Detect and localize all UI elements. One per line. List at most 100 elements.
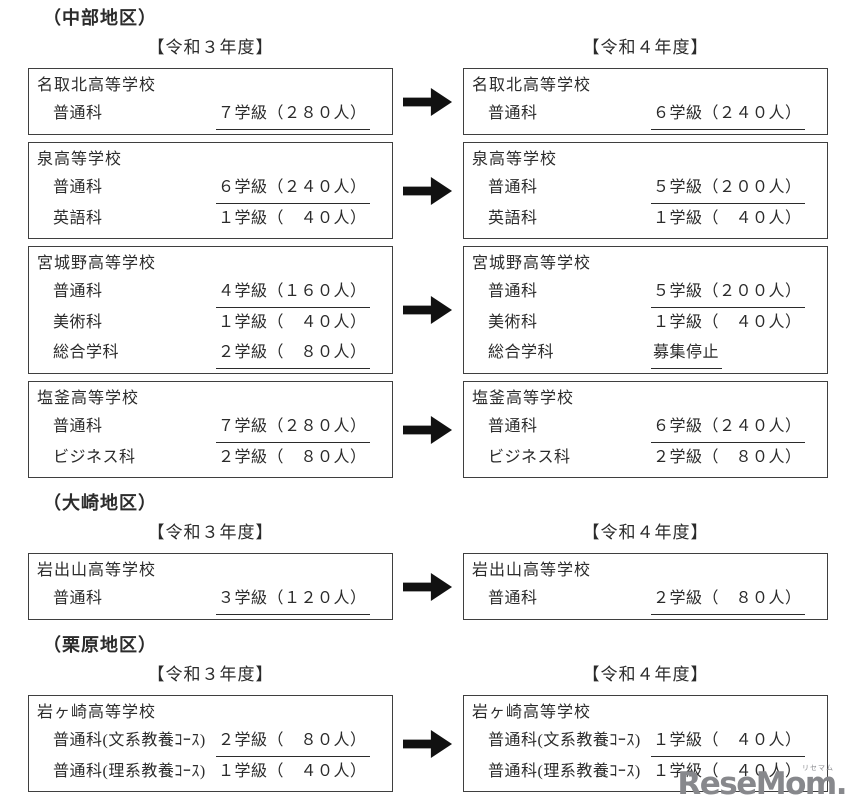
resemom-logo: リセマム ReseMom. (677, 764, 847, 801)
dept-label: ビジネス科 (488, 449, 571, 466)
dept-value: ７学級（２８０人） (216, 99, 370, 130)
dept-value: ６学級（２４０人） (651, 99, 805, 130)
dept-value: ５学級（２００人） (651, 173, 805, 204)
dept-row: 普通科(理系教養ｺｰｽ) １学級（ ４０人） (464, 757, 827, 787)
dept-value: ２学級（ ８０人） (651, 584, 805, 615)
dept-label: 普通科 (53, 418, 103, 435)
dept-label: 美術科 (488, 314, 538, 331)
dept-row: 英語科 １学級（ ４０人） (464, 204, 827, 234)
school-pair-row: 岩ヶ崎高等学校普通科(文系教養ｺｰｽ)２学級（ ８０人）普通科(理系教養ｺｰｽ)… (28, 695, 858, 792)
dept-value: １学級（ ４０人） (218, 763, 367, 780)
dept-label: 美術科 (53, 314, 103, 331)
dept-row: 普通科(文系教養ｺｰｽ) １学級（ ４０人） (464, 726, 827, 757)
school-box: 岩ヶ崎高等学校普通科(文系教養ｺｰｽ)２学級（ ８０人）普通科(理系教養ｺｰｽ)… (28, 695, 393, 792)
dept-row: 普通科 ７学級（２８０人） (29, 412, 392, 443)
dept-row: ビジネス科 ２学級（ ８０人） (464, 443, 827, 473)
dept-label: 普通科(文系教養ｺｰｽ) (488, 732, 641, 749)
school-name: 宮城野高等学校 (37, 255, 157, 272)
school-box: 塩釜高等学校普通科 ６学級（２４０人） ビジネス科 ２学級（ ８０人） (463, 381, 828, 478)
year-label-left: 【令和３年度】 (147, 665, 274, 684)
dept-row: 普通科 ６学級（２４０人） (29, 173, 392, 204)
dept-label: 英語科 (53, 210, 103, 227)
dept-value: １学級（ ４０人） (218, 210, 367, 227)
school-name: 宮城野高等学校 (472, 255, 592, 272)
arrow-cell (393, 727, 463, 761)
school-box: 泉高等学校普通科 ５学級（２００人） 英語科 １学級（ ４０人） (463, 142, 828, 239)
dept-value: ７学級（２８０人） (216, 412, 370, 443)
dept-row: 総合学科募集停止 (464, 338, 827, 369)
school-box: 泉高等学校普通科 ６学級（２４０人） 英語科 １学級（ ４０人） (28, 142, 393, 239)
dept-label: 普通科 (488, 283, 538, 300)
school-name: 岩ヶ崎高等学校 (37, 704, 157, 721)
dept-label: 普通科 (488, 590, 538, 607)
school-name: 岩出山高等学校 (472, 562, 592, 579)
dept-value: １学級（ ４０人） (651, 726, 805, 757)
dept-label: 英語科 (488, 210, 538, 227)
school-name: 名取北高等学校 (37, 77, 157, 94)
school-box: 宮城野高等学校普通科 ５学級（２００人） 美術科 １学級（ ４０人） 総合学科募集停止 (463, 246, 828, 374)
dept-label: ビジネス科 (53, 449, 136, 466)
resemom-logo-ruby: リセマム (802, 764, 834, 772)
dept-value: ２学級（ ８０人） (653, 449, 802, 466)
district-header: （中部地区） (43, 8, 157, 28)
dept-label: 普通科(理系教養ｺｰｽ) (53, 763, 206, 780)
dept-value: ６学級（２４０人） (216, 173, 370, 204)
dept-row: 普通科(理系教養ｺｰｽ) １学級（ ４０人） (29, 757, 392, 787)
school-pair-row: 泉高等学校普通科 ６学級（２４０人） 英語科 １学級（ ４０人） 泉高等学校普通科 ５学級… (28, 142, 858, 239)
year-label-left: 【令和３年度】 (147, 38, 274, 57)
dept-value: ６学級（２４０人） (651, 412, 805, 443)
school-name: 塩釜高等学校 (472, 390, 575, 407)
district-header: （栗原地区） (43, 635, 157, 655)
transition-arrow-icon (403, 729, 453, 758)
year-header-row: 【令和３年度】【令和４年度】 (28, 520, 858, 546)
year-label-right: 【令和４年度】 (582, 38, 709, 57)
dept-value: １学級（ ４０人） (653, 210, 802, 227)
dept-value: ２学級（ ８０人） (216, 338, 370, 369)
transition-arrow-icon (403, 87, 453, 116)
district-section: （栗原地区） 【令和３年度】 【令和４年度】岩ヶ崎高等学校普通科(文系教養ｺｰｽ) ２… (28, 633, 858, 792)
arrow-cell (393, 174, 463, 208)
year-label-left: 【令和３年度】 (147, 523, 274, 542)
arrow-cell (393, 413, 463, 447)
dept-label: 普通科 (53, 283, 103, 300)
dept-label: 普通科(理系教養ｺｰｽ) (488, 763, 641, 780)
dept-row: 美術科 １学級（ ４０人） (464, 308, 827, 338)
dept-label: 普通科 (488, 179, 538, 196)
dept-value: １学級（ ４０人） (653, 314, 802, 331)
dept-value: ５学級（２００人） (651, 277, 805, 308)
dept-label: 普通科 (488, 418, 538, 435)
school-box: 岩ヶ崎高等学校普通科(文系教養ｺｰｽ)１学級（ ４０人）普通科(理系教養ｺｰｽ)… (463, 695, 828, 792)
dept-row: 普通科 ５学級（２００人） (464, 277, 827, 308)
arrow-cell (393, 570, 463, 604)
transition-arrow-icon (403, 415, 453, 444)
dept-value: １学級（ ４０人） (653, 763, 802, 780)
dept-value: ２学級（ ８０人） (216, 726, 370, 757)
year-header-row: 【令和３年度】 【令和４年度】 (28, 662, 858, 688)
school-name: 泉高等学校 (472, 151, 558, 168)
school-name: 岩出山高等学校 (37, 562, 157, 579)
transition-arrow-icon (403, 176, 453, 205)
dept-label: 普通科 (53, 179, 103, 196)
school-name: 泉高等学校 (37, 151, 123, 168)
dept-row: 英語科 １学級（ ４０人） (29, 204, 392, 234)
transition-arrow-icon (403, 296, 453, 324)
school-name: 名取北高等学校 (472, 77, 592, 94)
year-label-right: 【令和４年度】 (582, 665, 709, 684)
